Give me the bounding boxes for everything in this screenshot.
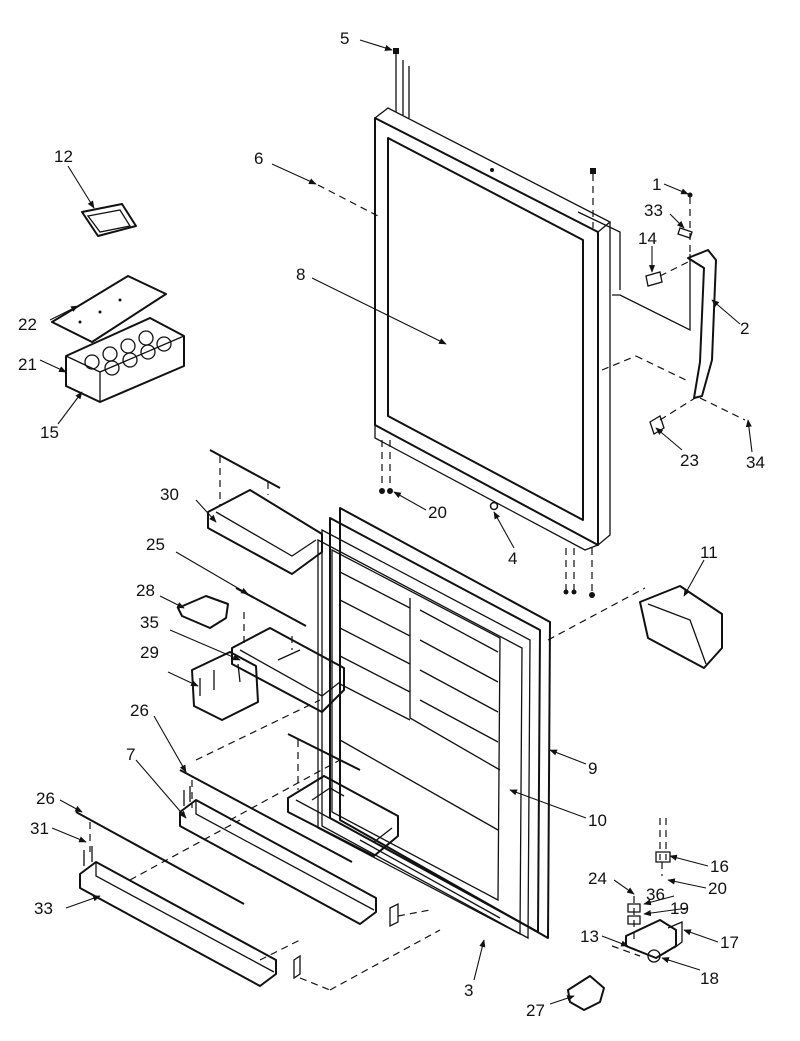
shelf-33 <box>79 819 301 987</box>
callout-18: 18 <box>700 969 719 988</box>
callout-21: 21 <box>18 355 37 374</box>
callout-8: 8 <box>296 265 305 284</box>
callout-31: 31 <box>30 819 49 838</box>
callout-24: 24 <box>588 869 607 888</box>
callout-10: 10 <box>588 811 607 830</box>
lower-hinge-assembly <box>567 818 683 1011</box>
callout-16: 16 <box>710 857 729 876</box>
shelf-7 <box>179 699 377 925</box>
callout-26-lower: 26 <box>36 789 55 808</box>
bin-35 <box>231 612 345 713</box>
callout-33-top: 33 <box>644 201 663 220</box>
callout-13: 13 <box>580 927 599 946</box>
callout-28: 28 <box>136 581 155 600</box>
pin-dashed-line <box>317 184 379 217</box>
bracket-29 <box>191 651 259 721</box>
callout-14: 14 <box>638 229 657 248</box>
callout-11: 11 <box>700 543 718 562</box>
callout-27: 27 <box>526 1001 545 1020</box>
hinge-handle-assembly <box>577 192 746 435</box>
bar-26-lower <box>75 811 245 905</box>
callout-35: 35 <box>140 613 159 632</box>
bottom-screws <box>379 440 595 598</box>
cup-28 <box>177 595 229 629</box>
callout-12: 12 <box>54 147 73 166</box>
leader-lines <box>39 39 753 1005</box>
callout-19: 19 <box>670 899 689 918</box>
callout-34: 34 <box>746 453 765 472</box>
callout-33-bottom: 33 <box>34 899 53 918</box>
callout-7: 7 <box>126 745 135 764</box>
callout-20-top: 20 <box>428 503 447 522</box>
callout-25: 25 <box>146 535 165 554</box>
fresh-food-door <box>317 507 646 940</box>
freezer-door-frame <box>374 107 612 551</box>
shelf-clips <box>293 902 441 991</box>
ice-bin-parts <box>51 203 185 403</box>
dairy-compartment <box>639 585 723 669</box>
callout-3: 3 <box>464 981 473 1000</box>
callout-2: 2 <box>740 319 749 338</box>
callout-5: 5 <box>340 29 349 48</box>
callout-36: 36 <box>646 885 665 904</box>
top-screws <box>393 48 596 228</box>
bin-lower-right <box>287 733 399 857</box>
callout-30: 30 <box>160 485 179 504</box>
callout-9: 9 <box>588 759 597 778</box>
callout-4: 4 <box>508 549 517 568</box>
callout-26-upper: 26 <box>130 701 149 720</box>
door-bin-30 <box>207 449 323 575</box>
callout-15: 15 <box>40 423 59 442</box>
callout-1: 1 <box>652 175 661 194</box>
callout-20-bottom: 20 <box>708 879 727 898</box>
bar-26-upper <box>179 769 353 863</box>
callout-22: 22 <box>18 315 37 334</box>
callout-23: 23 <box>680 451 699 470</box>
callout-29: 29 <box>140 643 159 662</box>
callout-6: 6 <box>254 149 263 168</box>
callout-labels: 5 6 8 1 33 14 2 23 34 12 22 21 15 30 20 … <box>18 29 765 1020</box>
callout-17: 17 <box>720 933 739 952</box>
